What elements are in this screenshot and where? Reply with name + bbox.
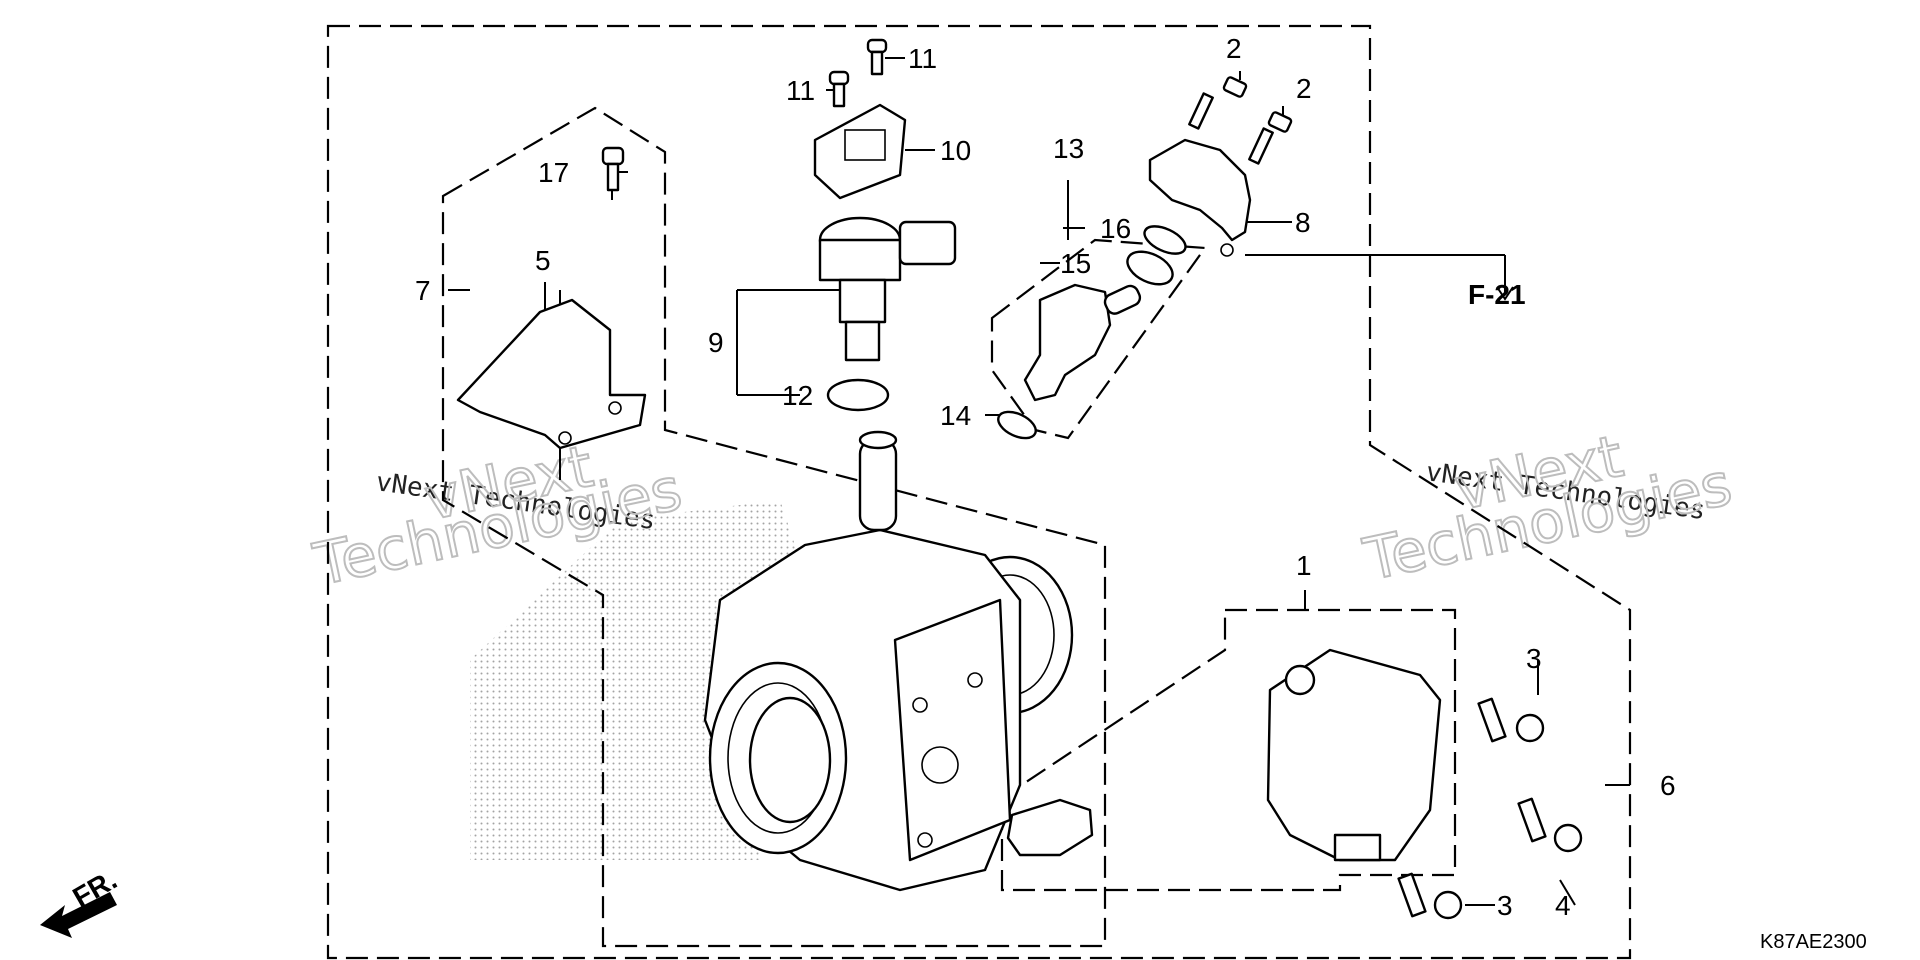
- sensor-group-outline-13: [990, 238, 1208, 440]
- o-ring-12-icon: [826, 378, 890, 412]
- callout-16: 16: [1100, 213, 1131, 244]
- screw-3-icon: [1397, 872, 1463, 920]
- gasket-window: [844, 129, 886, 161]
- bolt-2-icon: [1248, 111, 1293, 165]
- callout-12: 12: [782, 380, 813, 411]
- bolt-17-icon: [601, 146, 625, 192]
- watermark-left: vNext Technologies vNext Technologies: [307, 431, 689, 600]
- callout-4: 4: [1555, 890, 1571, 921]
- seal-15-icon: [1126, 250, 1174, 286]
- gasket-plate-10-icon: [813, 103, 907, 200]
- screw-3-icon: [1477, 697, 1545, 743]
- callout-15: 15: [1060, 248, 1091, 279]
- watermark-right: vNext Technologies vNext Technologies: [1357, 421, 1739, 595]
- injector-nozzle: [1103, 284, 1142, 315]
- screw-11-icon: [828, 70, 850, 108]
- bracket-hole: [558, 431, 572, 445]
- bracket-5-icon: [456, 298, 647, 450]
- sensor-1-icon: [1266, 648, 1442, 862]
- sensor-9-icon: [818, 216, 957, 362]
- callout-1: 1: [1296, 550, 1312, 581]
- seal-14-icon: [997, 410, 1037, 440]
- assembly-outline-7: [441, 106, 1107, 948]
- callout-11: 11: [786, 75, 815, 106]
- gasket-icon: [1006, 798, 1094, 857]
- callout-8: 8: [1295, 207, 1311, 238]
- callout-3: 3: [1497, 890, 1513, 921]
- callout-2: 2: [1296, 73, 1312, 104]
- front-arrow-icon: [40, 892, 117, 938]
- callout-13: 13: [1053, 133, 1084, 164]
- bracket-hole: [608, 401, 622, 415]
- throttle-body-icon: [703, 430, 1074, 892]
- sensor-8-icon: [1148, 138, 1252, 242]
- injector-13-icon: [1023, 283, 1112, 402]
- callout-11: 11: [908, 43, 937, 74]
- callout-7: 7: [415, 275, 431, 306]
- screw-4-icon: [1517, 797, 1583, 853]
- reference-label: F-21: [1468, 279, 1526, 310]
- callout-6: 6: [1660, 770, 1676, 801]
- callout-3: 3: [1526, 643, 1542, 674]
- drawing-code: K87AE2300: [1760, 931, 1867, 953]
- callout-5: 5: [535, 245, 551, 276]
- callout-17: 17: [538, 157, 569, 188]
- assembly-outline-6: [326, 24, 1632, 960]
- callout-14: 14: [940, 400, 971, 431]
- callout-2: 2: [1226, 33, 1242, 64]
- sensor-group-outline-1: [1000, 608, 1457, 892]
- bolt-2-icon: [1188, 76, 1248, 130]
- callout-10: 10: [940, 135, 971, 166]
- o-ring-16-icon: [1143, 225, 1187, 255]
- callout-9: 9: [708, 327, 724, 358]
- sensor-8-tip: [1220, 243, 1234, 257]
- screw-11-icon: [866, 38, 888, 76]
